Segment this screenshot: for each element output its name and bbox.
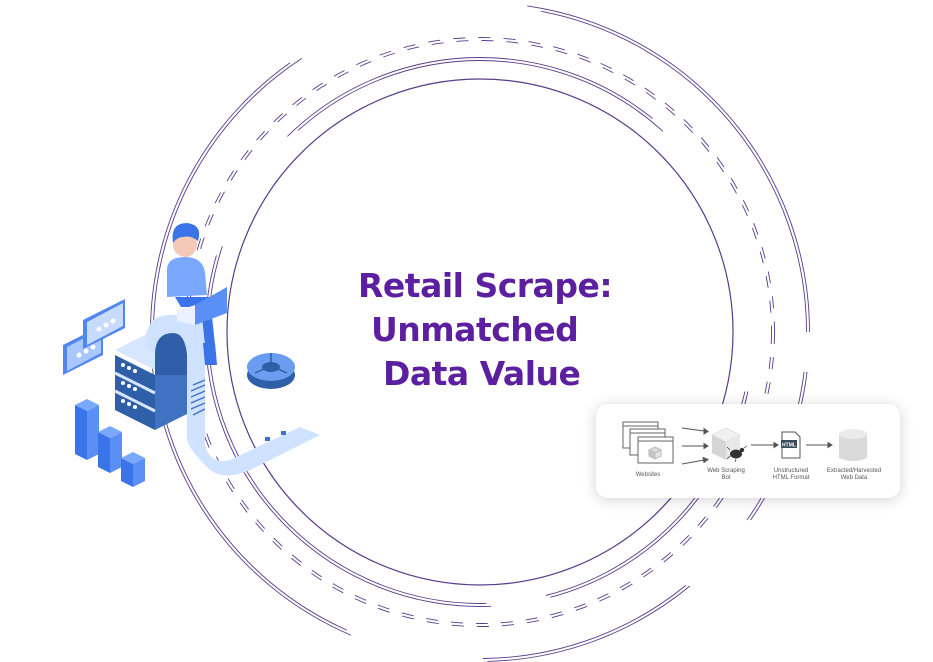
donut-chart-icon: [247, 353, 295, 389]
step-label-html: Unstructured HTML Format: [772, 468, 810, 481]
browser-windows-icon: [622, 421, 674, 464]
title-line-1: Retail Scrape:: [358, 266, 613, 305]
chat-bubble-icon: [63, 299, 125, 375]
flow-arrows: [681, 427, 833, 465]
html-file-icon: HTML: [781, 431, 801, 459]
scraping-flow-diagram-card: HTML Websites Web Scraping Bot Unstructu…: [596, 404, 900, 498]
person-with-laptop-on-server-icon: [63, 223, 320, 487]
page-title: Retail Scrape: Unmatched Data Value: [340, 264, 640, 396]
title-line-3: Data Value: [383, 354, 581, 393]
step-label-data: Extracted/Harvested Web Data: [826, 468, 882, 481]
paper-scroll-icon: [145, 315, 320, 476]
inner-ring: [226, 78, 734, 586]
database-icon: [839, 429, 867, 461]
bar-chart-icon: [75, 399, 145, 487]
bot-cube-bug-icon: [711, 427, 748, 463]
step-label-websites: Websites: [635, 472, 661, 478]
svg-text:HTML: HTML: [782, 443, 796, 449]
dashed-ring: [185, 37, 775, 627]
step-label-bot: Web Scraping Bot: [707, 468, 745, 481]
title-line-2: Unmatched: [371, 310, 579, 349]
person-icon: [167, 223, 227, 365]
